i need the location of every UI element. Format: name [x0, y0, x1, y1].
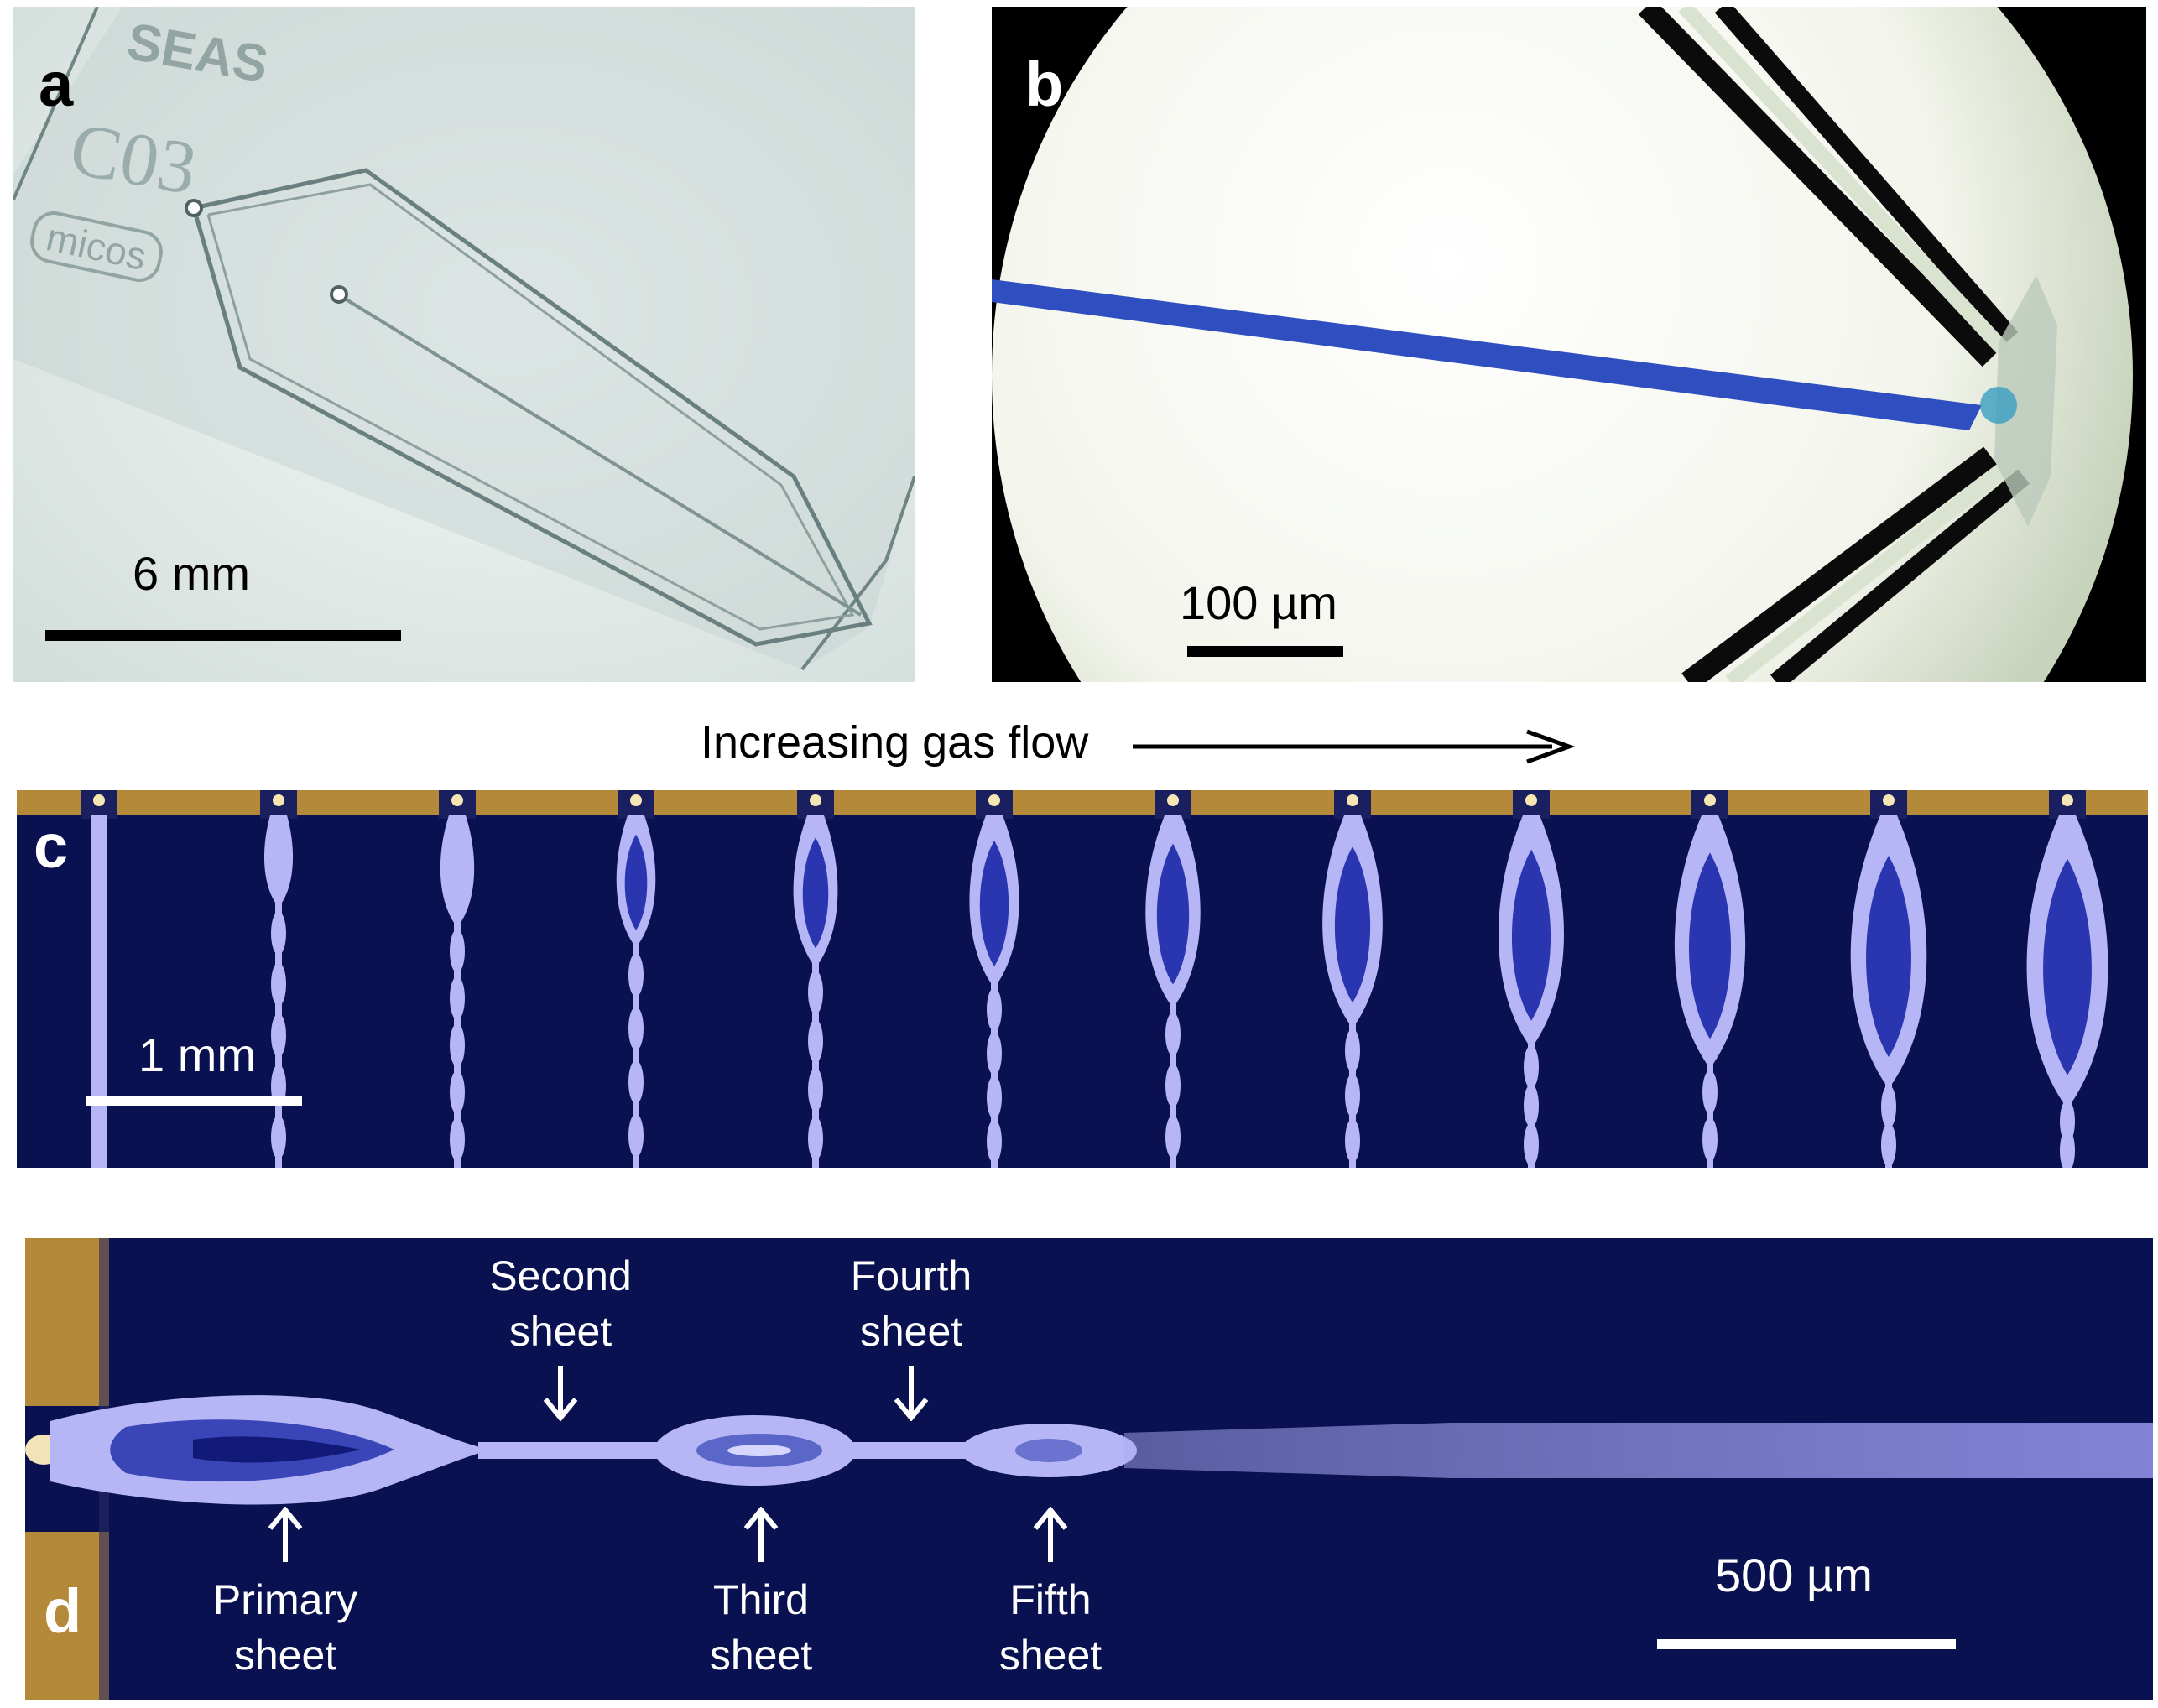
jet-bead: [1165, 1064, 1181, 1107]
third-sheet-label: Third sheet: [709, 1576, 813, 1679]
jet-bead: [271, 1013, 286, 1057]
primary-sheet-arrow-icon: [268, 1507, 303, 1562]
flow-direction-arrow-icon: [1133, 729, 1576, 764]
nozzle-orifice: [1347, 794, 1358, 806]
jet-bead: [808, 1117, 823, 1161]
jet-bead: [628, 953, 644, 997]
fifth-sheet-label: Fifth sheet: [998, 1576, 1102, 1679]
panel-b-scale-bar: [1187, 646, 1343, 657]
jet-bead: [450, 1070, 465, 1115]
nozzle-orifice: [1167, 794, 1179, 806]
jet-thread: [812, 963, 819, 1168]
jet-sheet-interior: [979, 841, 1009, 966]
jet-bead: [628, 1060, 644, 1104]
jet-sequence-images: [17, 790, 2148, 1168]
jet-bead: [1345, 1118, 1360, 1163]
nozzle-orifice: [1704, 794, 1716, 806]
jet-sheet: [440, 815, 475, 923]
jet-thread: [1707, 1064, 1713, 1168]
jet-bead: [1881, 1085, 1896, 1129]
panel-b-scale-bar-label: 100 µm: [1180, 576, 1337, 629]
jet-bead: [628, 1113, 644, 1158]
fourth-sheet-label: Fourth sheet: [850, 1252, 972, 1355]
jet-bead: [1524, 1044, 1539, 1089]
jet-bead: [987, 987, 1002, 1032]
jet-bead: [450, 1023, 465, 1067]
nozzle-orifice: [93, 794, 105, 806]
nozzle-orifice: [1525, 794, 1537, 806]
liquid-sheet-image: [25, 1238, 2153, 1700]
panel-d: Second sheet Fourth sheet Primary sheet …: [25, 1238, 2153, 1700]
jet-sheet-interior: [624, 834, 648, 930]
nozzle-orifice: [810, 794, 821, 806]
jet-bead: [1165, 1115, 1181, 1159]
jet-bead: [808, 970, 823, 1014]
jet-bead: [987, 1119, 1002, 1164]
nozzle-orifice: [273, 794, 284, 806]
jet-bead: [1702, 1117, 1718, 1162]
nozzle-orifice: [630, 794, 642, 806]
jet-thread: [633, 943, 639, 1168]
nozzle-orifice: [1883, 794, 1895, 806]
jet-sheet-interior: [1688, 852, 1732, 1039]
jet-sheet-interior: [2043, 858, 2092, 1075]
panel-b: b 100 µm: [992, 7, 2146, 682]
jet-bead: [450, 1117, 465, 1162]
flow-caption: Increasing gas flow: [701, 717, 1089, 768]
jet-sheet-interior: [802, 837, 829, 949]
jet-bead: [1165, 1012, 1181, 1056]
jet-sheet: [263, 815, 294, 903]
second-sheet-arrow-icon: [543, 1366, 578, 1421]
jet-sheet-interior: [1334, 846, 1371, 1003]
jet-bead: [808, 1018, 823, 1063]
jet-bead: [1702, 1070, 1718, 1114]
third-sheet-arrow-icon: [743, 1507, 779, 1562]
panel-a-label: a: [39, 49, 74, 119]
jet-bead: [1524, 1122, 1539, 1167]
jet-sheet-interior: [1511, 849, 1551, 1021]
jet-bead: [808, 1068, 823, 1112]
nozzle-orifice: [2062, 794, 2073, 806]
nozzle-micrograph: [992, 7, 2133, 682]
panel-d-label: d: [44, 1576, 82, 1646]
jet-bead: [1881, 1122, 1896, 1167]
jet-thread: [991, 983, 998, 1168]
second-sheet-label: Second sheet: [489, 1252, 632, 1355]
jet-sheet-interior: [1156, 843, 1190, 985]
jet-bead: [2060, 1128, 2075, 1168]
panel-c: c 1 mm: [17, 790, 2148, 1168]
jet-bead: [450, 976, 465, 1020]
jet-bead: [450, 929, 465, 973]
panel-d-scale-bar: [1657, 1639, 1956, 1649]
nozzle-orifice: [988, 794, 1000, 806]
jet-bead: [271, 911, 286, 956]
microfluidic-chip-photo: [13, 7, 915, 682]
jet-bead: [987, 1075, 1002, 1120]
jet-bead: [1345, 1028, 1360, 1073]
primary-sheet-label: Primary sheet: [212, 1576, 358, 1679]
panel-c-label: c: [34, 811, 69, 881]
panel-d-scale-bar-label: 500 µm: [1715, 1549, 1873, 1601]
jet-bead: [1345, 1074, 1360, 1117]
panel-a-scale-bar: [45, 630, 401, 641]
panel-b-label: b: [1025, 49, 1064, 119]
panel-a-scale-bar-label: 6 mm: [133, 547, 250, 600]
jet-sheet-interior: [1866, 856, 1911, 1057]
nozzle-orifice: [451, 794, 463, 806]
panel-c-scale-bar: [86, 1096, 302, 1106]
fifth-sheet-arrow-icon: [1033, 1507, 1068, 1562]
straight-jet: [91, 815, 107, 1168]
nozzle-strip: [17, 790, 2148, 815]
fourth-sheet-arrow-icon: [894, 1366, 929, 1421]
panel-c-scale-bar-label: 1 mm: [138, 1028, 256, 1081]
jet-bead: [1524, 1084, 1539, 1127]
panel-a: SEAS C03 micos a 6 mm: [13, 7, 915, 682]
jet-bead: [987, 1031, 1002, 1075]
jet-bead: [271, 1115, 286, 1159]
jet-bead: [271, 962, 286, 1007]
jet-bead: [628, 1007, 644, 1051]
